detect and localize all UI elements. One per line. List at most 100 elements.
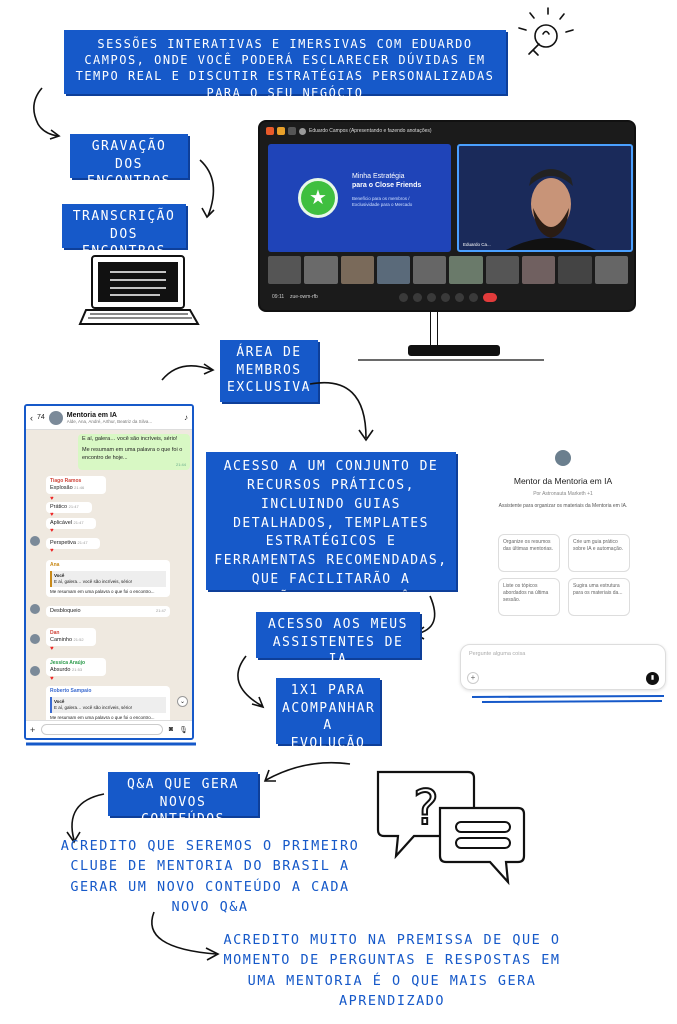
presentation-slide: ★ Minha Estratégia para o Close Friends … (268, 144, 451, 252)
meeting-monitor: Eduardo Campos (Apresentando e fazendo a… (258, 120, 636, 312)
meeting-controls: 09:11 zue-owm-rfb (268, 288, 628, 306)
monitor-stand (430, 312, 438, 348)
attach-icon[interactable]: + (30, 724, 36, 735)
mic-icon[interactable]: 🎙 (179, 726, 188, 734)
heart-reaction: ♥ (50, 528, 54, 534)
plus-icon[interactable]: + (467, 672, 479, 684)
participant-tile[interactable] (485, 256, 520, 284)
participant-tile[interactable] (376, 256, 411, 284)
participants-strip (268, 256, 628, 284)
clube-text: ACREDITO QUE SEREMOS O PRIMEIRO CLUBE DE… (60, 838, 360, 915)
starter-card[interactable]: Sugira uma estrutura para os materiais d… (568, 578, 630, 616)
message-bubble: Perspetiva 21:47 (46, 538, 100, 550)
message-text: Caminho (50, 636, 73, 643)
scroll-down-icon[interactable]: ⌄ (177, 696, 188, 707)
participant-tile[interactable] (413, 256, 447, 284)
meeting-app-button[interactable] (277, 127, 285, 135)
intro-box: SESSÕES INTERATIVAS E IMERSIVAS COM EDUA… (64, 30, 506, 100)
arrow-curve-6 (237, 655, 265, 709)
participant-tile[interactable] (594, 256, 628, 284)
participant-tile[interactable] (449, 256, 483, 284)
participant-tile[interactable] (304, 256, 338, 284)
heart-reaction: ♥ (50, 548, 54, 554)
arrow-curve-8 (66, 793, 105, 844)
scribble-lines (358, 359, 544, 361)
group-name[interactable]: Mentoria em IA (66, 411, 117, 419)
quoted-text: E aí, galera… você são incríveis, sério! (54, 578, 133, 584)
audio-call-icon[interactable]: ♪ (184, 413, 188, 422)
gpt-input-box[interactable]: Pergunte alguma coisa + ▮ (460, 644, 666, 690)
gpt-input-placeholder: Pergunte alguma coisa (469, 651, 526, 657)
participant-tile[interactable] (522, 256, 556, 284)
meeting-app-button[interactable] (266, 127, 274, 135)
message-bubble: Prático 21:47 (46, 502, 92, 514)
camera-icon[interactable]: ◙ (168, 726, 174, 733)
unread-count: 74 (37, 414, 45, 421)
quoted-author: Você (54, 572, 65, 578)
participant-tile[interactable] (268, 256, 302, 284)
starter-card[interactable]: Organize os resumos das últimas mentoria… (498, 534, 560, 572)
sender-name: Dan (50, 630, 60, 636)
message-time: 21:53 (72, 666, 83, 672)
sender-name: Ana (50, 562, 60, 568)
voice-icon[interactable]: ▮ (646, 672, 659, 685)
meeting-app-button[interactable] (288, 127, 296, 135)
message-time: 21:44 (175, 462, 186, 468)
arrow-curve-4 (309, 381, 374, 442)
message-bubble: Tiago Ramos Explosão 21:46 (46, 476, 106, 495)
avatar (299, 127, 306, 135)
slide-title-1: Minha Estratégia (352, 173, 405, 180)
message-bubble: Desbloqueio 21:47 (46, 606, 170, 618)
participant-tile[interactable] (340, 256, 374, 284)
gpt-underline (471, 695, 665, 703)
group-avatar[interactable] (48, 410, 63, 425)
message-time: 21:47 (155, 608, 166, 613)
avatar (30, 634, 40, 644)
avatar (30, 666, 40, 676)
arrow-curve-7 (263, 761, 351, 782)
message-time: 21:47 (73, 520, 84, 525)
quoted-text: Me resumam em uma palavra o que foi o en… (50, 714, 155, 720)
captions-button[interactable] (427, 292, 436, 302)
message-time: 21:52 (73, 636, 84, 642)
monitor-base (408, 345, 500, 356)
heart-reaction: ♥ (50, 496, 54, 502)
message-text: Prático (50, 504, 68, 510)
gpt-assistant-panel: Mentor da Mentoria em IA Por Astronauta … (458, 444, 668, 694)
quoted-author: Você (54, 698, 65, 704)
quoted-text: E aí, galera… você são incríveis, sério! (54, 704, 133, 710)
camera-button[interactable] (413, 292, 422, 302)
gpt-author-extra: +1 (587, 491, 593, 497)
arrow-curve-3 (161, 363, 215, 381)
back-icon[interactable]: ‹ (30, 412, 33, 423)
message-time: 21:47 (77, 540, 88, 545)
chat-header: ‹ 74 Mentoria em IA Alde, Ana, André, Ar… (26, 406, 192, 430)
arrow-curve-9 (151, 911, 220, 961)
chat-input-bar: + ◙ 🎙 (26, 720, 192, 738)
qa-bubbles-icon: ? (376, 770, 526, 886)
whatsapp-chat: ‹ 74 Mentoria em IA Alde, Ana, André, Ar… (24, 404, 194, 740)
recursos-box: ACESSO A UM CONJUNTO DE RECURSOS PRÁTICO… (206, 452, 456, 644)
starter-card[interactable]: Liste os tópicos abordados na última ses… (498, 578, 560, 616)
starter-card[interactable]: Crie um guia prático sobre IA e automaçã… (568, 534, 630, 572)
area-box: ÁREA DE MEMBROS EXCLUSIVA (220, 340, 318, 402)
slide-title-2: para o Close Friends (352, 182, 422, 190)
message-text: E aí, galera… você são incríveis, sério! (82, 436, 178, 442)
gpt-author: Por Astronauta Marketh (533, 491, 586, 497)
message-bubble-quote: Ana Você E aí, galera… você são incrívei… (46, 560, 170, 597)
gpt-description: Assistente para organizar os materiais d… (498, 503, 628, 509)
meeting-code: zue-owm-rfb (290, 294, 318, 300)
svg-text:?: ? (413, 780, 438, 836)
meeting-topbar: Eduardo Campos (Apresentando e fazendo a… (260, 122, 634, 140)
lightbulb-icon (518, 7, 574, 56)
present-button[interactable] (441, 292, 450, 302)
qa-box: Q&A QUE GERA NOVOS CONTEÚDOS (108, 772, 258, 827)
assistentes-box: ACESSO AOS MEUS ASSISTENTES DE IA (256, 612, 420, 667)
more-button[interactable] (469, 292, 478, 302)
participant-tile[interactable] (558, 256, 592, 284)
mic-button[interactable] (399, 292, 408, 302)
reactions-button[interactable] (455, 292, 464, 302)
message-text: Explosão (50, 484, 73, 491)
message-input[interactable] (41, 724, 163, 735)
hangup-button[interactable] (483, 292, 497, 302)
